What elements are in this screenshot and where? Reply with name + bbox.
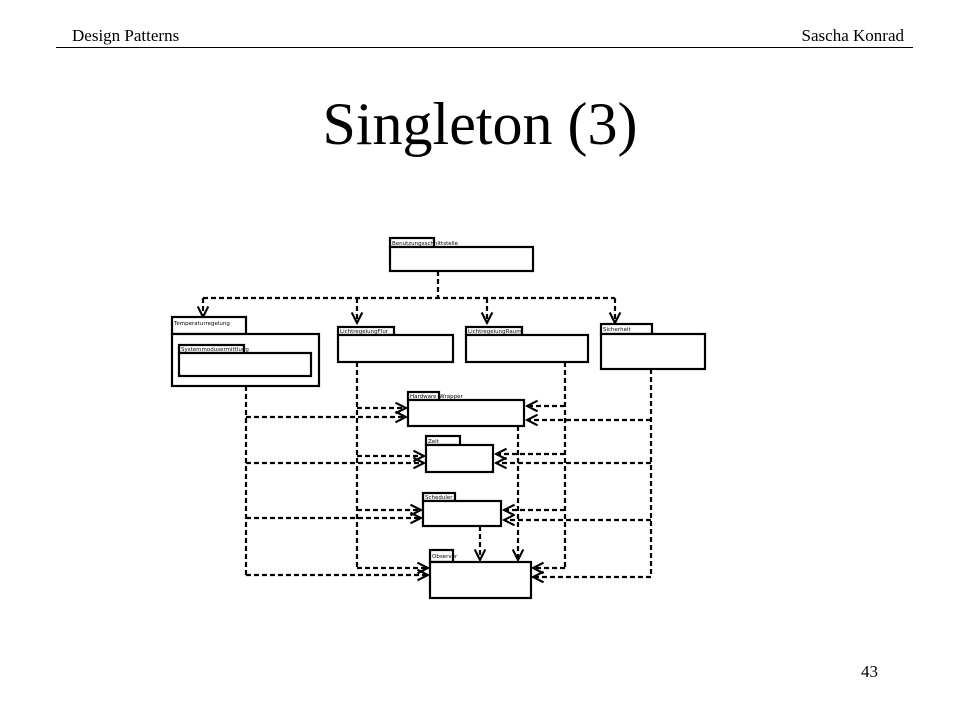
package-label: Zeit [428, 439, 440, 445]
header-course-title: Design Patterns [72, 26, 180, 45]
package-label: Hardware_Wrapper [410, 394, 463, 400]
header-author: Sascha Konrad [801, 26, 904, 45]
package-zeit [424, 434, 495, 474]
header-rule [56, 47, 913, 48]
package-label: Observer [432, 554, 458, 560]
package-hardware-wrapper [406, 390, 526, 428]
package-scheduler [421, 491, 503, 528]
package-lichtregelung-raum [464, 325, 590, 364]
package-sicherheit [599, 322, 707, 371]
slide-title: Singleton (3) [322, 91, 638, 157]
page-number: 43 [861, 662, 878, 681]
package-label: Systemmodusermittlung [181, 347, 249, 353]
package-lichtregelung-flur [336, 325, 455, 364]
package-label: LichtregelungRaum [468, 329, 522, 335]
package-observer [428, 548, 533, 600]
package-label: Sicherheit [603, 327, 631, 333]
dependency-edges [203, 271, 653, 577]
package-benutzungsschnittstelle [388, 236, 535, 273]
package-systemmodusermittlung [177, 343, 313, 378]
package-label: Scheduler [425, 495, 453, 501]
package-label: Temperaturregelung [173, 321, 230, 327]
package-label: LichtregelungFlur [340, 329, 389, 335]
package-label: Benutzungsschnittstelle [392, 241, 459, 247]
